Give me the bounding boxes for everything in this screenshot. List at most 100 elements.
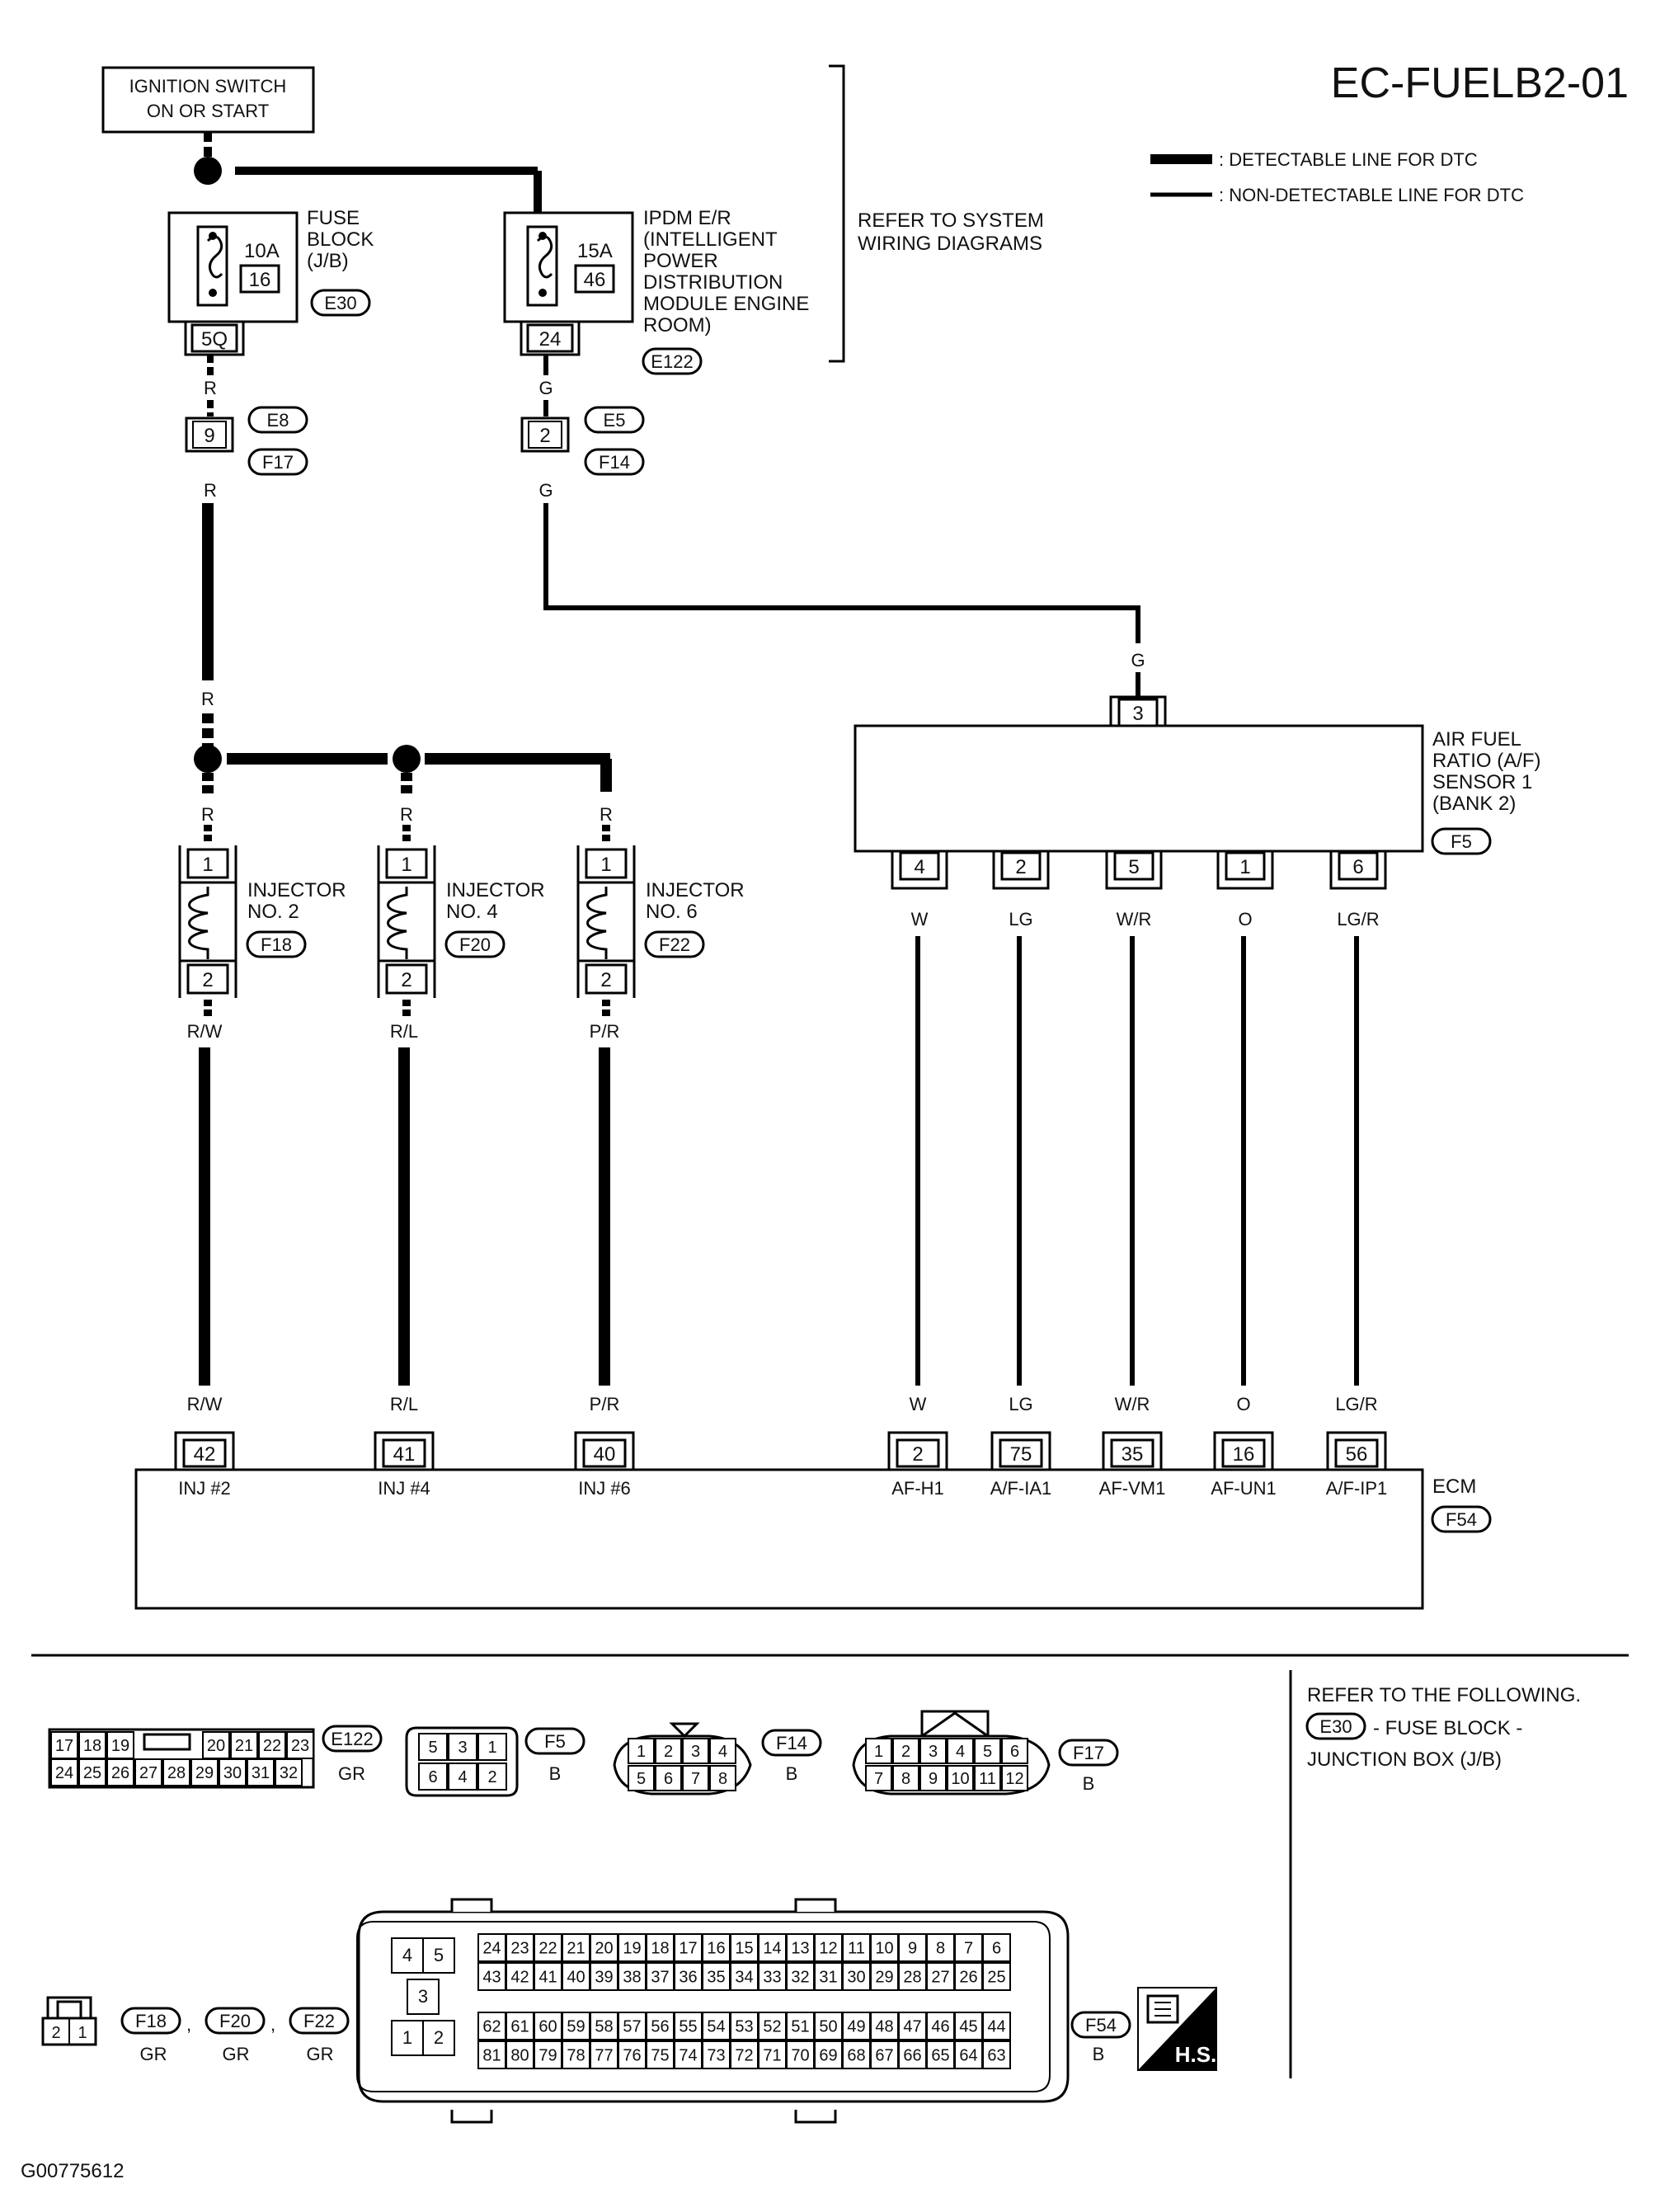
coil-icon [586, 887, 608, 959]
wire-color-label: G [538, 378, 553, 398]
connector-pin-cell: 22 [258, 1731, 286, 1759]
ignition-line1: IGNITION SWITCH [129, 76, 287, 96]
pin-label: 12 [1005, 1770, 1023, 1788]
connector-color: B [1083, 1773, 1095, 1794]
connector-pin-cell: 9 [919, 1765, 947, 1791]
ecm-terminal-inj6: P/R 40 INJ #6 [574, 1394, 635, 1499]
injector-conn: F22 [659, 934, 690, 955]
pin-label: 18 [651, 1940, 669, 1958]
connector-pin-cell: 32 [275, 1758, 303, 1786]
refer-following-line3: JUNCTION BOX (J/B) [1307, 1748, 1502, 1771]
hs-icon: H.S. [1137, 1987, 1217, 2071]
connector-pin-cell: 68 [842, 2040, 871, 2069]
ecm-pin: 75 [1010, 1443, 1032, 1466]
connector-pin-cell: 2 [892, 1738, 919, 1764]
connector-pin-cell: 15 [730, 1933, 759, 1962]
pin-label: 23 [291, 1737, 309, 1755]
connector-pin-cell: 23 [506, 1933, 534, 1962]
ipdm-label1: IPDM E/R [643, 207, 731, 229]
connector-pin-cell: 59 [562, 2012, 590, 2040]
wire-color-label: LG/R [1337, 909, 1379, 930]
pin-label: 63 [987, 2047, 1005, 2065]
separator-comma: , [270, 2014, 275, 2035]
ipdm-conn: E122 [651, 351, 693, 372]
connector-pin-cell: 19 [618, 1933, 647, 1962]
pin-label: 1 [78, 2024, 87, 2042]
connector-pin-cell: 56 [646, 2012, 675, 2040]
pin-label: 19 [623, 1940, 641, 1958]
ipdm-label2: (INTELLIGENT [643, 228, 778, 251]
connector-pin-cell: 8 [892, 1765, 919, 1791]
connector-pin-cell: 17 [674, 1933, 703, 1962]
connector-pin-cell: 64 [954, 2040, 983, 2069]
connector-pin-cell: 78 [562, 2040, 590, 2069]
connector-pin-cell: 31 [814, 1962, 843, 1991]
connector-pin-cell: 74 [674, 2040, 703, 2069]
pin-label: 1 [402, 2027, 412, 2048]
connector-pin-cell: 67 [870, 2040, 899, 2069]
pin-label: 62 [482, 2018, 501, 2036]
connector-id: F54 [1085, 2015, 1117, 2036]
connector-pin-cell: 6 [1001, 1738, 1028, 1764]
legend-detectable: : DETECTABLE LINE FOR DTC [1219, 149, 1478, 170]
pin-label: 69 [819, 2047, 837, 2065]
connector-pin-cell: 3 [919, 1738, 947, 1764]
pin-label: 3 [929, 1743, 938, 1761]
wire-color-label: R/L [390, 1021, 418, 1042]
splice-point [393, 745, 421, 773]
connector-pin-cell: 60 [534, 2012, 562, 2040]
injector-name2: NO. 4 [446, 901, 498, 923]
connector-pin-cell: 5 [974, 1738, 1001, 1764]
pin-label: 12 [819, 1940, 837, 1958]
connector-pin-cell: 70 [786, 2040, 815, 2069]
injector-name1: INJECTOR [446, 879, 545, 901]
injector-pin-in: 1 [202, 854, 213, 876]
pin-label: 16 [707, 1940, 725, 1958]
refer-following-line2: - FUSE BLOCK - [1373, 1717, 1522, 1739]
ecm-terminal-name: INJ #4 [378, 1478, 430, 1499]
connector-pin-cell: 28 [898, 1962, 927, 1991]
pin-label: 52 [763, 2018, 781, 2036]
pin-label: 72 [735, 2047, 753, 2065]
pin-label: 47 [903, 2018, 921, 2036]
pin-label: 7 [691, 1770, 700, 1788]
pin-label: 53 [735, 2018, 753, 2036]
af-sensor-conn: F5 [1451, 831, 1472, 852]
junction-left-conn-top: E8 [267, 410, 289, 431]
pin-label: 78 [567, 2047, 585, 2065]
connector-pin-cell: 48 [870, 2012, 899, 2040]
connector-pin-cell: 49 [842, 2012, 871, 2040]
pin-label: 1 [487, 1739, 496, 1757]
connector-pin-cell: 1 [865, 1738, 892, 1764]
pin-label: 13 [791, 1940, 809, 1958]
ipdm-label6: ROOM) [643, 314, 712, 337]
pin-label: 38 [623, 1969, 641, 1987]
pin-label: 27 [931, 1969, 949, 1987]
wire-color-label: R [204, 378, 217, 398]
pin-label: 59 [567, 2018, 585, 2036]
connector-pin-cell: 18 [78, 1731, 106, 1759]
connector-pin-cell: 28 [162, 1758, 190, 1786]
connector-pin-cell: 44 [982, 2012, 1011, 2040]
pin-label: 61 [510, 2018, 529, 2036]
injector-pin-in: 1 [600, 854, 611, 876]
pin-label: 75 [651, 2047, 669, 2065]
pin-label: 29 [875, 1969, 893, 1987]
fuse-block-conn: E30 [324, 293, 356, 313]
junction-right-pin: 2 [539, 425, 550, 447]
pin-label: 10 [951, 1770, 969, 1788]
pin-label: 3 [418, 1986, 428, 2007]
pin-label: 64 [959, 2047, 977, 2065]
fuse-block-label3: (J/B) [307, 250, 349, 272]
ipdm-label4: DISTRIBUTION [643, 271, 783, 294]
refer-system-line1: REFER TO SYSTEM [858, 209, 1044, 232]
wire-color-label: R/W [187, 1021, 223, 1042]
wire-color-label: W [910, 1394, 927, 1414]
wire-color-label: R [600, 804, 613, 825]
pin-label: 32 [791, 1969, 809, 1987]
af-sensor-line3: SENSOR 1 [1432, 771, 1532, 793]
connector-pin-cell: 9 [898, 1933, 927, 1962]
pin-label: 18 [83, 1737, 101, 1755]
connector-pin-cell: 7 [954, 1933, 983, 1962]
pin-label: 48 [875, 2018, 893, 2036]
